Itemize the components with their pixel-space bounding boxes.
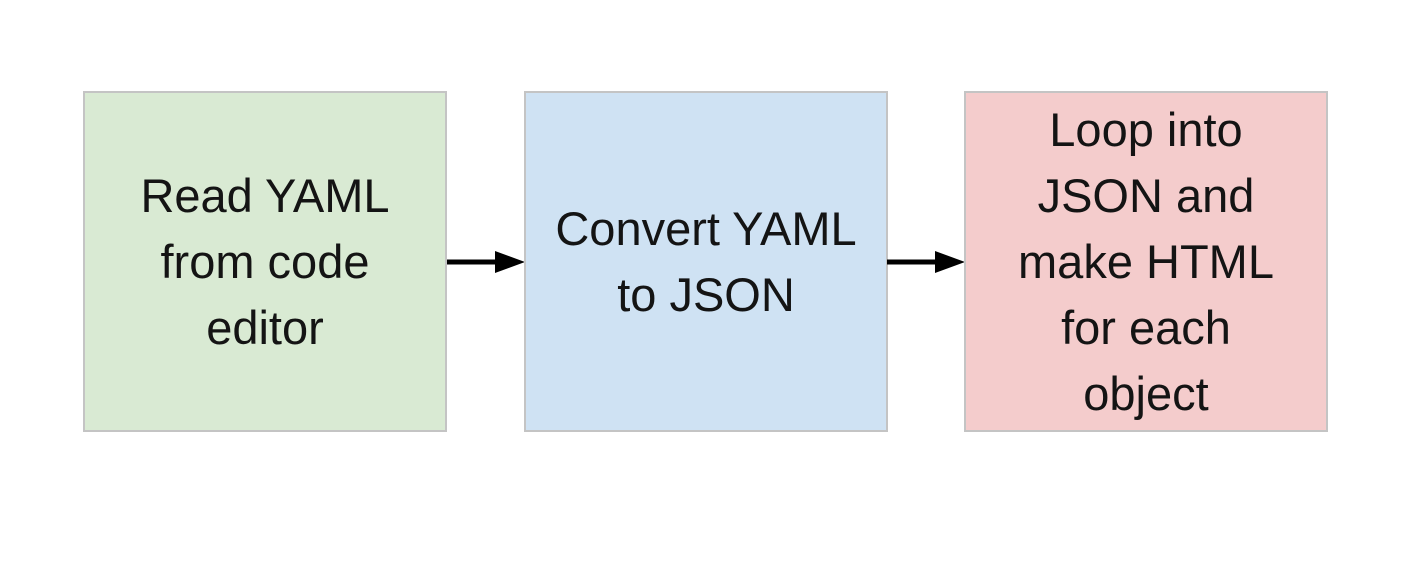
arrow-right-icon [887, 251, 965, 273]
step-convert-yaml-label: Convert YAML to JSON [555, 201, 857, 321]
step-convert-yaml: Convert YAML to JSON [524, 91, 888, 432]
step-make-html-label: Loop into JSON and make HTML for each ob… [1018, 102, 1274, 420]
arrow-right-icon [447, 251, 525, 273]
step-make-html: Loop into JSON and make HTML for each ob… [964, 91, 1328, 432]
step-read-yaml-label: Read YAML from code editor [140, 168, 390, 354]
step-read-yaml: Read YAML from code editor [83, 91, 447, 432]
